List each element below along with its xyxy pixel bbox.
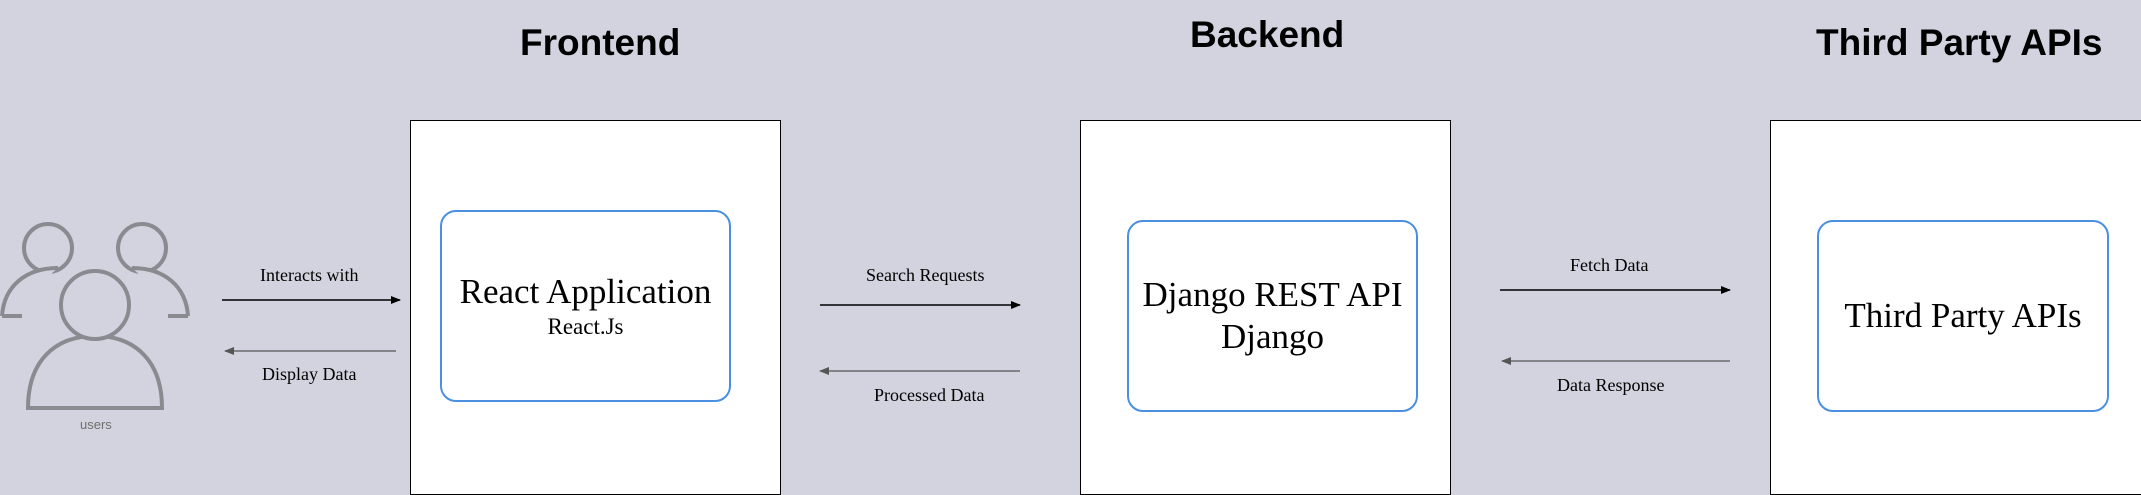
react-application-title: React Application xyxy=(459,272,712,312)
third-party-apis-node[interactable]: Third Party APIs xyxy=(1817,220,2109,412)
frontend-heading: Frontend xyxy=(520,22,681,63)
edge-label-processed-data: Processed Data xyxy=(874,385,985,405)
edge-label-search-requests: Search Requests xyxy=(866,265,985,285)
react-application-subtitle: React.Js xyxy=(547,314,624,340)
edge-label-data-response: Data Response xyxy=(1557,375,1665,395)
third-party-heading: Third Party APIs xyxy=(1816,22,2103,63)
users-icon xyxy=(0,222,190,410)
django-rest-api-title: Django REST API xyxy=(1142,275,1403,314)
edge-label-display-data: Display Data xyxy=(262,364,357,384)
edge-label-interacts-with: Interacts with xyxy=(260,265,359,285)
users-label: users xyxy=(80,417,112,432)
react-application-node[interactable]: React Application React.Js xyxy=(440,210,731,402)
third-party-apis-title: Third Party APIs xyxy=(1844,296,2082,335)
edge-label-fetch-data: Fetch Data xyxy=(1570,255,1649,275)
django-rest-api-node[interactable]: Django REST API Django xyxy=(1127,220,1418,412)
backend-heading: Backend xyxy=(1190,14,1345,55)
django-rest-api-subtitle: Django xyxy=(1220,317,1325,356)
